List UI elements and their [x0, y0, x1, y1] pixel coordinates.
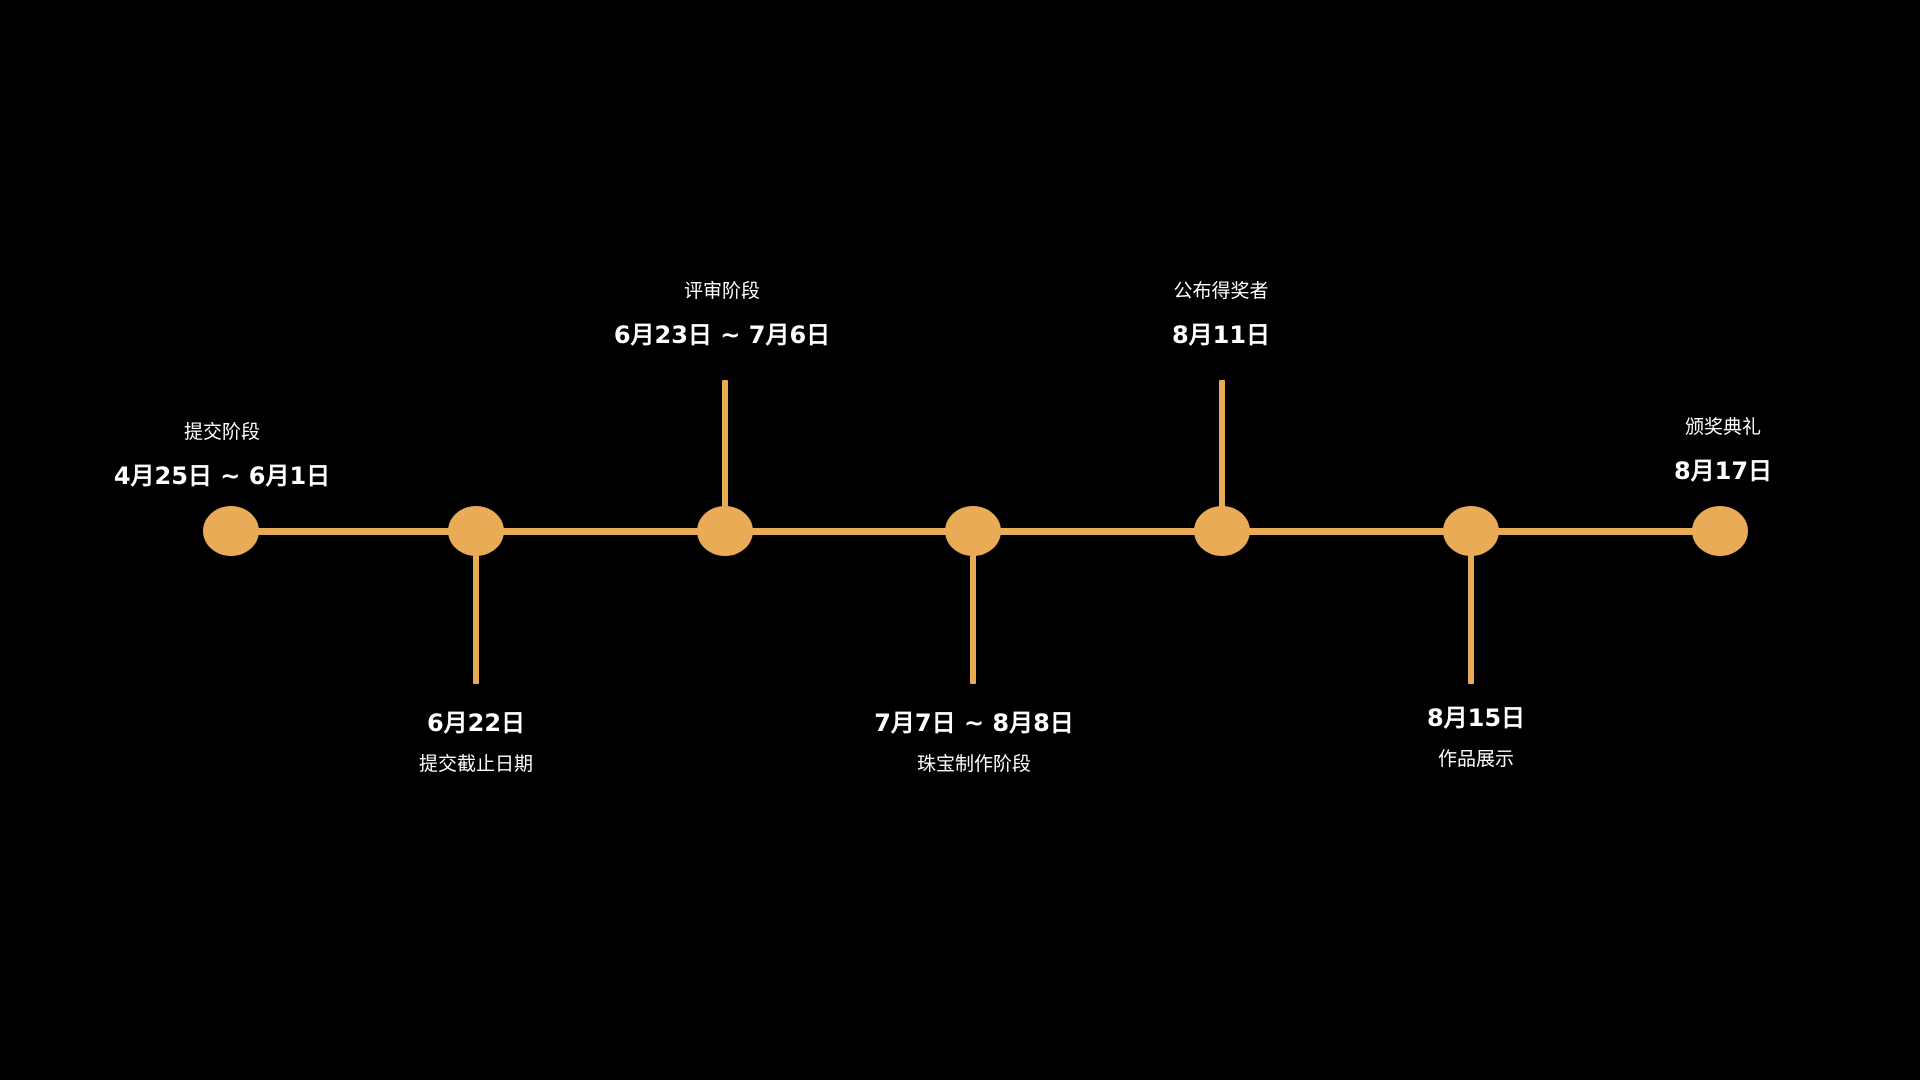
milestone-title: 提交截止日期 [418, 753, 533, 775]
milestone-title: 珠宝制作阶段 [916, 753, 1031, 775]
milestone-dot-award-ceremony [1692, 506, 1748, 556]
milestone-date: 6月23日 ~ 7月6日 [613, 321, 831, 349]
milestone-date: 4月25日 ~ 6月1日 [113, 462, 331, 490]
milestone-date: 8月17日 [1673, 457, 1773, 485]
milestone-title: 作品展示 [1437, 748, 1514, 770]
milestone-title: 公布得奖者 [1173, 280, 1269, 302]
milestone-title: 颁奖典礼 [1684, 416, 1761, 438]
milestone-label-award-ceremony: 颁奖典礼 8月17日 [1583, 415, 1863, 486]
milestone-label-jewelry-making-phase: 7月7日 ~ 8月8日 珠宝制作阶段 [834, 708, 1114, 776]
milestone-date: 7月7日 ~ 8月8日 [874, 709, 1074, 737]
milestone-dot-winners-announcement [1194, 506, 1250, 556]
milestone-dot-judging-phase [697, 506, 753, 556]
milestone-label-judging-phase: 评审阶段 6月23日 ~ 7月6日 [582, 279, 862, 350]
milestone-dot-submission-phase [203, 506, 259, 556]
milestone-label-winners-announcement: 公布得奖者 8月11日 [1081, 279, 1361, 350]
milestone-title: 提交阶段 [183, 421, 260, 443]
milestone-dot-exhibition [1443, 506, 1499, 556]
connector-stem-judging-phase [722, 380, 728, 508]
milestone-date: 8月11日 [1171, 321, 1271, 349]
milestone-title: 评审阶段 [683, 280, 760, 302]
milestone-label-submission-phase: 提交阶段 4月25日 ~ 6月1日 [82, 420, 362, 491]
milestone-label-submission-deadline: 6月22日 提交截止日期 [336, 708, 616, 776]
connector-stem-exhibition [1468, 552, 1474, 684]
milestone-date: 6月22日 [426, 709, 526, 737]
connector-stem-submission-deadline [473, 552, 479, 684]
milestone-dot-submission-deadline [448, 506, 504, 556]
connector-stem-winners-announcement [1219, 380, 1225, 508]
milestone-date: 8月15日 [1426, 704, 1526, 732]
connector-stem-jewelry-making-phase [970, 552, 976, 684]
milestone-label-exhibition: 8月15日 作品展示 [1336, 703, 1616, 771]
milestone-dot-jewelry-making-phase [945, 506, 1001, 556]
